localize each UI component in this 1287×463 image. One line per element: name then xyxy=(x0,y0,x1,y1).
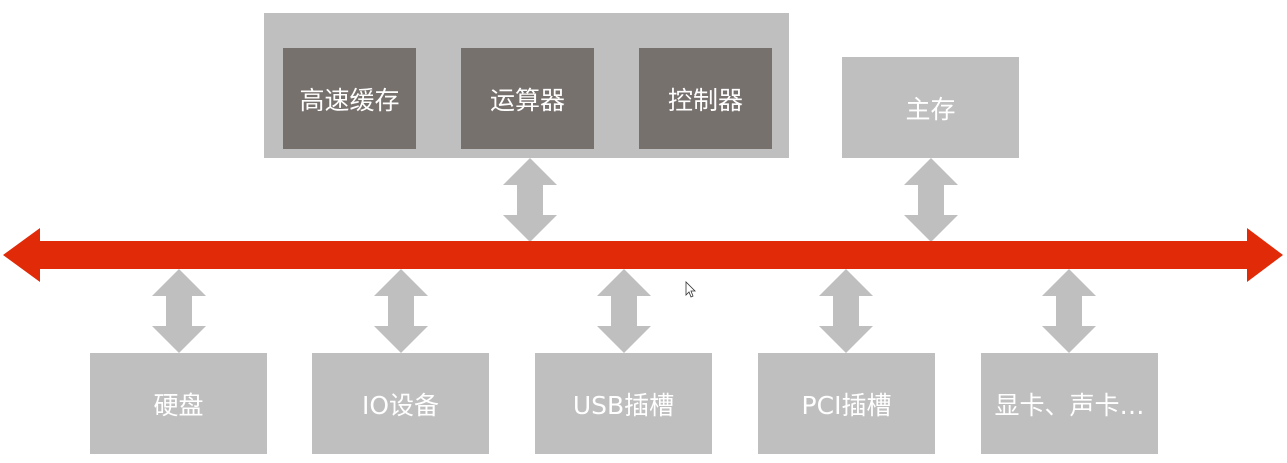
cache-label: 高速缓存 xyxy=(299,85,400,115)
memory-bus-arrow xyxy=(904,158,958,242)
mouse-cursor-icon xyxy=(685,281,696,298)
memory-box: 主存 xyxy=(842,57,1019,158)
cpu-group: 高速缓存 运算器 控制器 xyxy=(264,13,789,158)
pci-slot-box: PCI插槽 xyxy=(758,353,935,454)
usb-slot-box: USB插槽 xyxy=(535,353,712,454)
io-device-box: IO设备 xyxy=(312,353,489,454)
system-bus-arrow xyxy=(3,228,1283,282)
disk-box: 硬盘 xyxy=(90,353,267,454)
controller-label: 控制器 xyxy=(667,85,743,115)
memory-label: 主存 xyxy=(905,94,956,124)
pci-bus-arrow xyxy=(819,269,873,353)
io-device-label: IO设备 xyxy=(361,390,440,420)
cache-box: 高速缓存 xyxy=(283,48,416,149)
usb-bus-arrow xyxy=(597,269,651,353)
cpu-bus-arrow xyxy=(503,158,557,242)
alu-box: 运算器 xyxy=(461,48,594,149)
cards-label: 显卡、声卡… xyxy=(994,390,1145,420)
disk-label: 硬盘 xyxy=(153,390,204,420)
cards-bus-arrow xyxy=(1042,269,1096,353)
usb-slot-label: USB插槽 xyxy=(572,390,675,420)
alu-label: 运算器 xyxy=(489,85,565,115)
controller-box: 控制器 xyxy=(639,48,772,149)
disk-bus-arrow xyxy=(152,269,206,353)
io-bus-arrow xyxy=(374,269,428,353)
cards-box: 显卡、声卡… xyxy=(981,353,1158,454)
pci-slot-label: PCI插槽 xyxy=(801,390,892,420)
